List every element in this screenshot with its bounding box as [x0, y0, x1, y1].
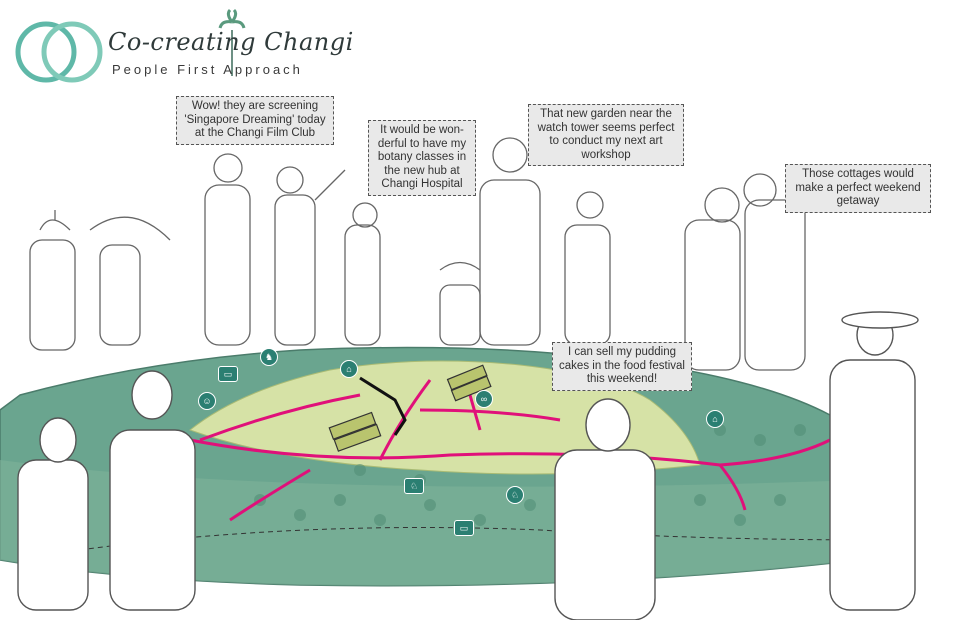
- background-figures: [29, 137, 806, 371]
- page-title: Co-creating Changi: [108, 28, 354, 56]
- interlocking-rings-logo: [15, 21, 103, 83]
- speech-bubble-botany: It would be won-derful to have my botany…: [368, 120, 476, 196]
- route-arrow: [359, 376, 407, 436]
- speech-bubble-garden: That new garden near the watch tower see…: [528, 104, 684, 166]
- horse-rider-icon: ♞: [260, 348, 278, 366]
- bicycle-icon: ∞: [475, 390, 493, 408]
- cottage-icon: ⌂: [706, 410, 724, 428]
- theatre-masks-icon: ☺: [198, 392, 216, 410]
- cinema-icon: ▭: [218, 366, 238, 382]
- palm-tree-icon: [218, 8, 246, 76]
- speech-bubble-film-club: Wow! they are screening 'Singapore Dream…: [176, 96, 334, 145]
- road-network: [189, 379, 831, 522]
- elephant-icon: ♘: [404, 478, 424, 494]
- page-subtitle: People First Approach: [112, 62, 303, 77]
- buildings: [328, 364, 492, 452]
- speech-bubble-cottages: Those cottages would make a perfect week…: [785, 164, 931, 213]
- cottage-icon: ⌂: [340, 360, 358, 378]
- cinema-icon: ▭: [454, 520, 474, 536]
- foreground-figures: [17, 311, 919, 620]
- speech-bubble-pudding: I can sell my pudding cakes in the food …: [552, 342, 692, 391]
- elephant-icon: ♘: [506, 486, 524, 504]
